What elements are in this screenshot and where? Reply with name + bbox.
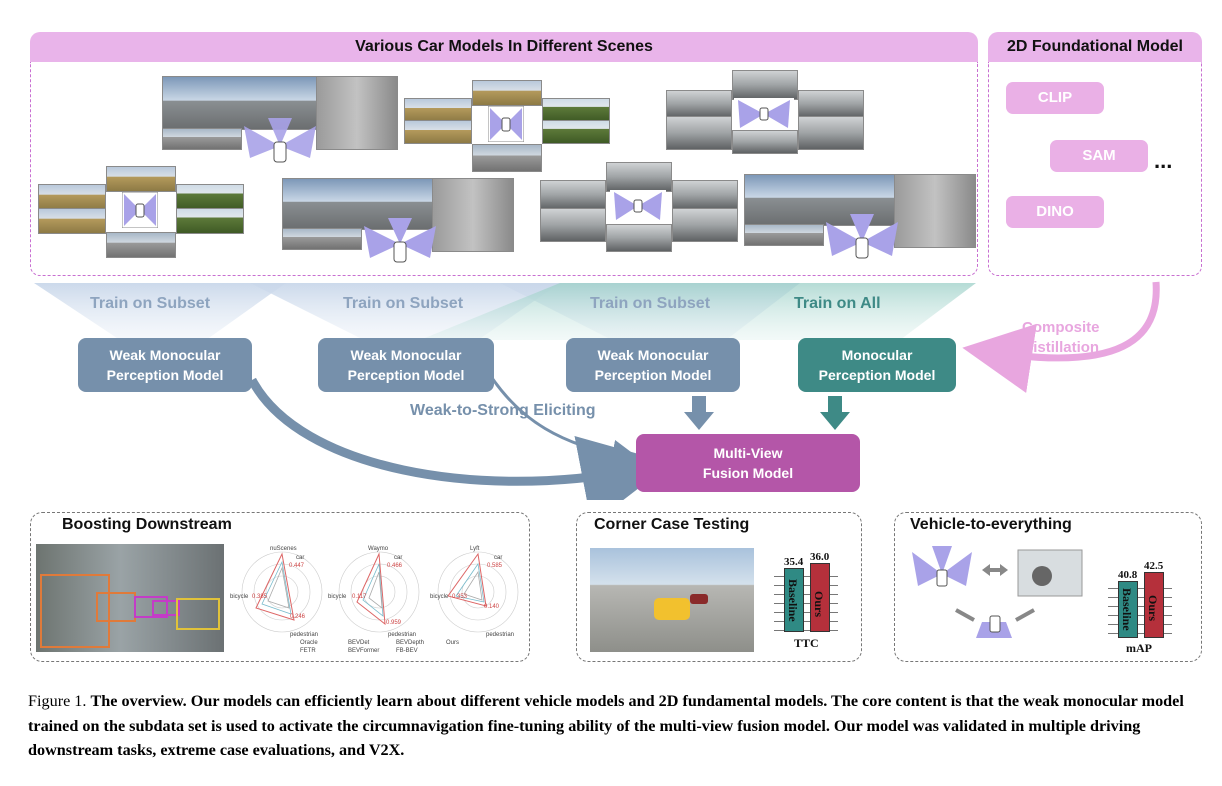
radar-value: 0.385 bbox=[252, 594, 268, 600]
radar-axis-car-2: car bbox=[394, 555, 403, 561]
scenes-panel bbox=[30, 62, 978, 276]
ttc-ours-label: Ours bbox=[812, 590, 826, 617]
scenes-banner: Various Car Models In Different Scenes bbox=[30, 32, 978, 62]
v2x-title: Vehicle-to-everything bbox=[910, 516, 1072, 533]
ttc-ours-bar bbox=[810, 563, 830, 632]
radar-value: 0.117 bbox=[352, 594, 367, 600]
composite-distillation-label: Composite Distillation bbox=[1022, 318, 1100, 358]
foundation-banner: 2D Foundational Model bbox=[988, 32, 1202, 62]
caption-body: The overview. Our models can efficiently… bbox=[28, 692, 1184, 759]
scene-5 bbox=[282, 178, 514, 266]
legend-bevformer: BEVFormer bbox=[348, 648, 380, 654]
camera-fov-icon bbox=[364, 218, 436, 263]
scene-3 bbox=[666, 70, 864, 154]
train-label-3: Train on Subset bbox=[590, 295, 711, 312]
ttc-baseline-value: 35.4 bbox=[784, 556, 804, 568]
radar-title-waymo: Waymo bbox=[368, 546, 389, 552]
foundation-title: 2D Foundational Model bbox=[1007, 38, 1183, 55]
map-metric: mAP bbox=[1126, 641, 1152, 655]
camera-fov-icon bbox=[734, 98, 794, 130]
dino-model: DINO bbox=[1006, 196, 1104, 228]
radar-value: 0.959 bbox=[386, 620, 402, 626]
map-baseline-label: Baseline bbox=[1120, 587, 1134, 631]
ttc-baseline-label: Baseline bbox=[786, 578, 800, 622]
camera-fov-icon bbox=[826, 214, 898, 259]
scene-2 bbox=[404, 80, 610, 172]
weak-to-strong-label: Weak-to-Strong Eliciting bbox=[410, 402, 596, 419]
boosting-title: Boosting Downstream bbox=[62, 516, 232, 533]
radar-axis-pedestrian-1: pedestrian bbox=[290, 632, 319, 638]
composite-line1: Composite bbox=[1022, 319, 1100, 336]
map-baseline-bar bbox=[1118, 581, 1138, 638]
camera-fov-icon bbox=[122, 192, 158, 228]
caption-prefix: Figure 1. bbox=[28, 692, 87, 710]
v2x-diagram bbox=[912, 546, 1083, 638]
radar-axis-car-1: car bbox=[296, 555, 305, 561]
ttc-ours-value: 36.0 bbox=[810, 551, 830, 563]
scenes-title: Various Car Models In Different Scenes bbox=[355, 38, 653, 55]
radar-title-nuscenes: nuScenes bbox=[270, 546, 297, 552]
boosting-scene-image bbox=[36, 544, 224, 652]
scene-4 bbox=[38, 166, 244, 258]
legend-oracle: Oracle bbox=[300, 640, 318, 646]
legend-fbbev: FB-BEV bbox=[396, 648, 418, 654]
radar-charts bbox=[241, 551, 519, 633]
training-beams bbox=[34, 281, 1160, 500]
legend-bevdepth: BEVDepth bbox=[396, 640, 425, 646]
ttc-metric: TTC bbox=[794, 636, 819, 650]
legend-fetr: FETR bbox=[300, 648, 316, 654]
scene-7 bbox=[744, 174, 976, 266]
scene-1 bbox=[162, 76, 398, 166]
boosting-panel bbox=[30, 512, 530, 662]
clip-model: CLIP bbox=[1006, 82, 1104, 114]
sam-model: SAM bbox=[1050, 140, 1148, 172]
legend-bevdet: BEVDet bbox=[348, 640, 370, 646]
foundation-panel bbox=[988, 62, 1202, 276]
train-label-1: Train on Subset bbox=[90, 295, 211, 312]
radar-value: 0.585 bbox=[487, 563, 503, 569]
map-ours-label: Ours bbox=[1146, 594, 1160, 621]
v2x-panel bbox=[894, 512, 1202, 662]
corner-title: Corner Case Testing bbox=[594, 516, 750, 533]
camera-fov-icon bbox=[488, 106, 524, 142]
radar-title-lyft: Lyft bbox=[470, 546, 480, 552]
radar-value: 0.140 bbox=[484, 604, 500, 610]
figure-caption: Figure 1. The overview. Our models can e… bbox=[28, 689, 1198, 763]
more-models-ellipsis: ... bbox=[1154, 148, 1173, 173]
map-baseline-value: 40.8 bbox=[1118, 569, 1138, 581]
map-ours-value: 42.5 bbox=[1144, 560, 1164, 572]
ttc-baseline-bar bbox=[784, 568, 804, 632]
map-ours-bar bbox=[1144, 572, 1164, 638]
scene-6 bbox=[540, 162, 738, 260]
radar-axis-pedestrian-3: pedestrian bbox=[486, 632, 515, 638]
radar-value: 0.353 bbox=[452, 594, 468, 600]
radar-axis-bicycle-1: bicycle bbox=[230, 594, 249, 600]
camera-fov-icon bbox=[610, 190, 666, 222]
train-label-all: Train on All bbox=[794, 295, 881, 312]
legend-ours: Ours bbox=[446, 640, 460, 646]
radar-axis-bicycle-2: bicycle bbox=[328, 594, 347, 600]
radar-value: 0.447 bbox=[289, 563, 305, 569]
composite-line2: Distillation bbox=[1022, 339, 1100, 356]
radar-axis-pedestrian-2: pedestrian bbox=[388, 632, 417, 638]
radar-value: 0.466 bbox=[387, 563, 403, 569]
radar-axis-bicycle-3: bicycle bbox=[430, 594, 449, 600]
radar-axis-car-3: car bbox=[494, 555, 503, 561]
radar-value: 0.246 bbox=[290, 614, 306, 620]
camera-fov-icon bbox=[244, 118, 316, 163]
corner-panel bbox=[576, 512, 862, 662]
corner-scene-image bbox=[590, 548, 754, 652]
train-label-2: Train on Subset bbox=[343, 295, 464, 312]
